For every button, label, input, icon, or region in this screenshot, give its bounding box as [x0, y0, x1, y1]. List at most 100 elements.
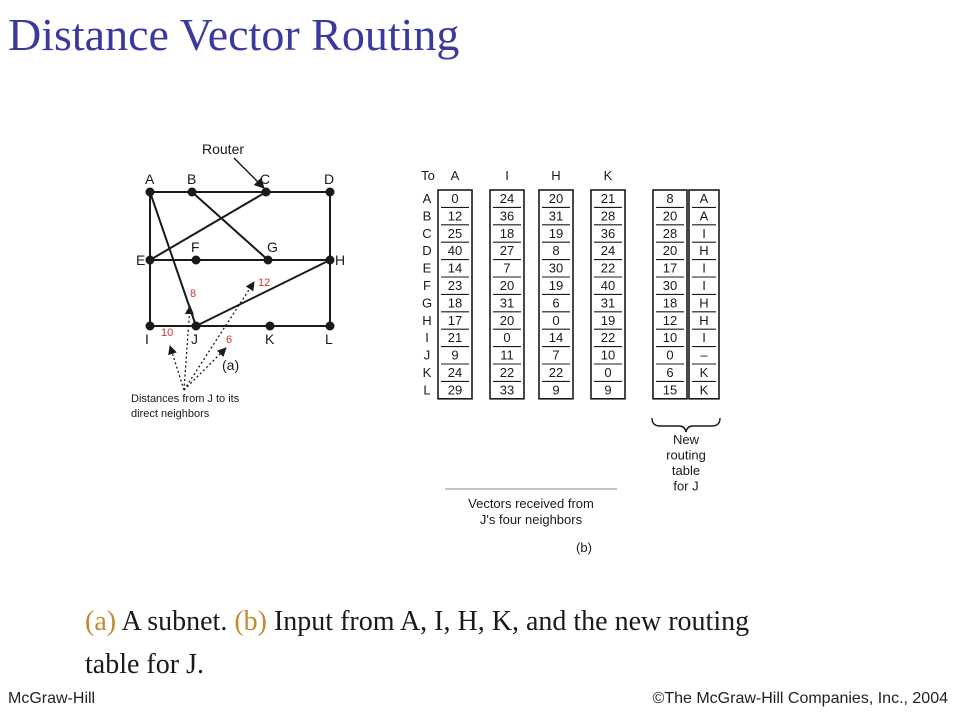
vector-I-cell: 0	[503, 330, 510, 345]
subnet-nodes	[145, 187, 335, 331]
vector-K-cell: 19	[601, 313, 615, 328]
node-label-G: G	[267, 239, 278, 255]
node-C	[261, 187, 271, 197]
row-label-K: K	[423, 365, 432, 380]
node-I	[145, 321, 155, 331]
part-a-label: (a)	[222, 357, 239, 373]
caption-a-text: A subnet.	[116, 606, 235, 637]
distance-J-K: 6	[226, 334, 232, 346]
vector-I-cell: 20	[500, 313, 514, 328]
node-label-J: J	[191, 331, 198, 347]
vector-A-cell: 17	[448, 313, 462, 328]
vector-H-cell: 31	[549, 208, 563, 223]
row-label-I: I	[425, 330, 429, 345]
new-table-delay-cell: 28	[663, 226, 677, 241]
vector-H-cell: 8	[552, 243, 559, 258]
new-table-line-cell: H	[699, 313, 708, 328]
node-K	[265, 321, 275, 331]
new-table-line-cell: H	[699, 243, 708, 258]
vector-A-cell: 23	[448, 278, 462, 293]
row-label-H: H	[422, 313, 431, 328]
node-H	[325, 255, 335, 265]
figure-caption: (a) A subnet. (b) Input from A, I, H, K,…	[85, 600, 785, 686]
row-label-J: J	[424, 348, 431, 363]
link-E-C	[149, 191, 267, 261]
node-L	[325, 321, 335, 331]
node-label-L: L	[325, 331, 333, 347]
to-label: To	[421, 168, 435, 183]
vector-A-cell: 40	[448, 243, 462, 258]
vector-I-cell: 20	[500, 278, 514, 293]
vector-K-cell: 9	[604, 382, 611, 397]
new-table-label-line: for J	[673, 479, 698, 494]
vector-header-I: I	[505, 168, 509, 183]
new-table-line-cell: I	[702, 330, 706, 345]
new-table-delay-cell: 30	[663, 278, 677, 293]
vector-column-A	[437, 189, 473, 400]
node-label-F: F	[191, 239, 200, 255]
vector-H-cell: 19	[549, 278, 563, 293]
vector-I-cell: 11	[500, 348, 514, 363]
vector-H-cell: 22	[549, 365, 563, 380]
link-A-J	[149, 191, 197, 327]
vector-A-cell: 25	[448, 226, 462, 241]
vector-H-cell: 6	[552, 295, 559, 310]
new-table-label-line: New	[673, 432, 700, 447]
row-label-C: C	[422, 226, 431, 241]
vector-I-cell: 31	[500, 295, 514, 310]
new-table-delay-cell: 17	[663, 261, 677, 276]
new-table-delay-cell: 20	[663, 243, 677, 258]
vector-K-cell: 22	[601, 330, 615, 345]
vector-K-cell: 28	[601, 208, 615, 223]
new-table-delay-cell: 15	[663, 382, 677, 397]
vector-H-cell: 7	[552, 348, 559, 363]
part-b-label: (b)	[576, 540, 592, 555]
caption-b-tag: (b)	[234, 606, 267, 637]
row-label-D: D	[422, 243, 431, 258]
vector-I-cell: 33	[500, 382, 514, 397]
node-label-E: E	[136, 252, 145, 268]
router-label: Router	[202, 141, 244, 157]
caption-b-text: Input from A, I, H, K, and the new routi…	[85, 606, 750, 680]
router-arrow	[233, 157, 265, 189]
row-label-L: L	[423, 382, 430, 397]
vector-K-cell: 31	[601, 295, 615, 310]
footer-copyright: ©The McGraw-Hill Companies, Inc., 2004	[652, 690, 948, 707]
vector-K-cell: 0	[604, 365, 611, 380]
node-E	[145, 255, 155, 265]
vector-I-cell: 22	[500, 365, 514, 380]
node-label-D: D	[324, 171, 334, 187]
distance-J-H: 12	[258, 277, 270, 289]
row-label-G: G	[422, 295, 432, 310]
new-table-line-cell: A	[700, 208, 709, 223]
neighbors-note-line1: Distances from J to its	[131, 393, 240, 405]
vector-A-cell: 12	[448, 208, 462, 223]
node-J	[191, 321, 201, 331]
vector-K-cell: 36	[601, 226, 615, 241]
vector-H-cell: 14	[549, 330, 563, 345]
new-table-delay-cell: 8	[666, 191, 673, 206]
routing-tables: ToABCDEFGHIJKLA0122540142318172192429I24…	[421, 168, 721, 555]
new-table-line-cell: I	[702, 226, 706, 241]
node-G	[263, 255, 273, 265]
vector-K-cell: 40	[601, 278, 615, 293]
distance-J-A: 8	[190, 288, 196, 300]
node-B	[187, 187, 197, 197]
neighbors-note-line2: direct neighbors	[131, 408, 210, 420]
node-F	[191, 255, 201, 265]
node-label-K: K	[265, 331, 275, 347]
vector-A-cell: 0	[451, 191, 458, 206]
vector-I-cell: 7	[503, 261, 510, 276]
link-B-G	[191, 191, 269, 261]
vectors-label-line1: Vectors received from	[468, 496, 594, 511]
new-table-label-line: table	[672, 463, 700, 478]
slide-title: Distance Vector Routing	[8, 9, 460, 60]
vector-A-cell: 21	[448, 330, 462, 345]
vector-A-cell: 9	[451, 348, 458, 363]
caption-a-tag: (a)	[85, 606, 117, 637]
new-table-delay-cell: 20	[663, 208, 677, 223]
row-label-B: B	[423, 208, 432, 223]
row-label-E: E	[423, 261, 432, 276]
node-label-I: I	[145, 331, 149, 347]
